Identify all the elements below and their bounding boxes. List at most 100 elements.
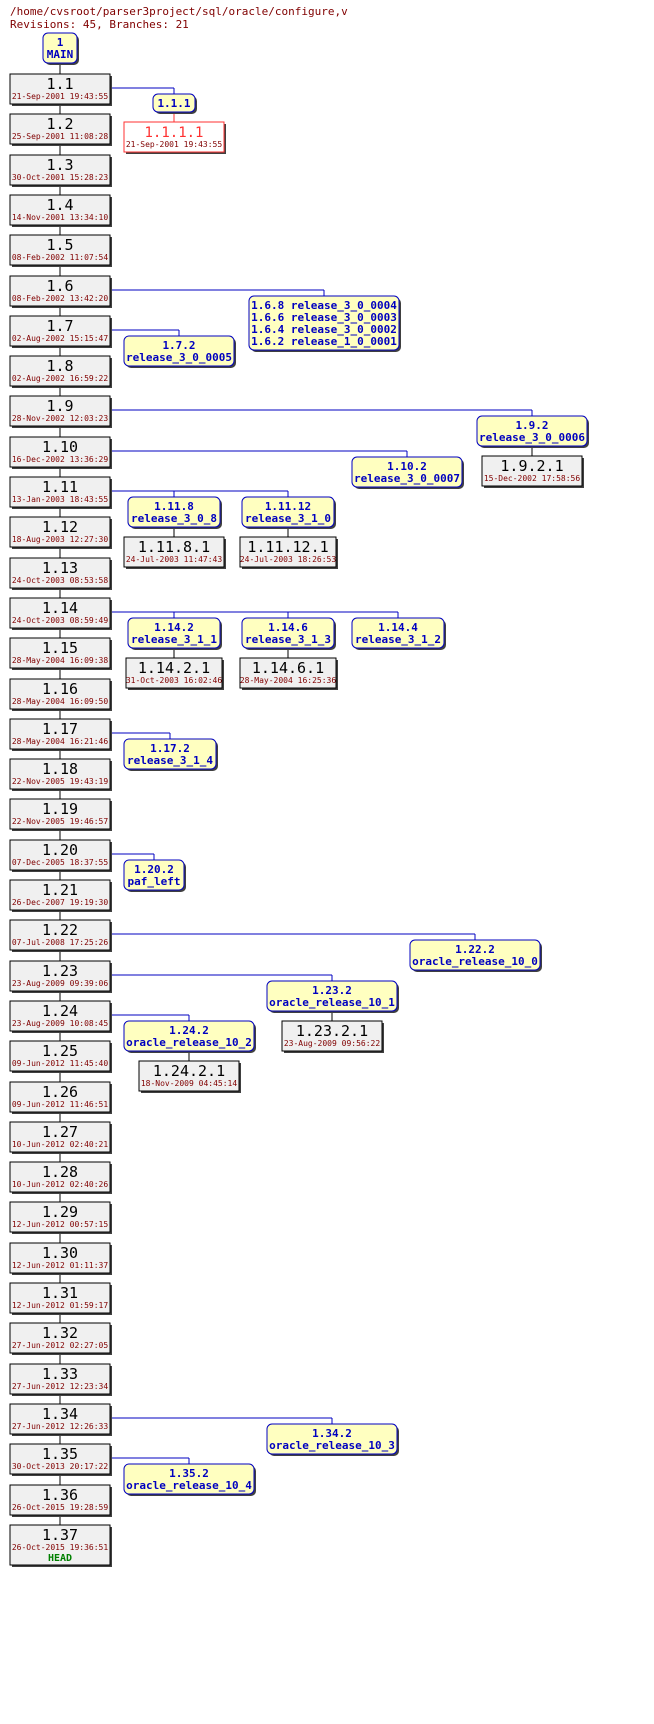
revision-node[interactable]: 1.24.2.118-Nov-2009 04:45:14 [138, 1060, 241, 1093]
revision-number: 1.11.12.1 [247, 538, 328, 556]
revision-number: 1.19 [42, 800, 78, 818]
revision-node[interactable]: 1.802-Aug-2002 16:59:22 [9, 355, 112, 388]
revision-node[interactable]: 1.225-Sep-2001 11:08:28 [9, 113, 112, 146]
revision-number: 1.5 [46, 236, 73, 254]
revision-node[interactable]: 1.9.2.115-Dec-2002 17:58:56 [481, 455, 584, 488]
revision-box [9, 1363, 111, 1395]
revision-node[interactable]: 1.508-Feb-2002 11:07:54 [9, 234, 112, 267]
revision-node[interactable]: 1.702-Aug-2002 15:15:47 [9, 315, 112, 348]
revision-date: 14-Nov-2001 13:34:10 [12, 213, 109, 222]
revision-node[interactable]: 1.928-Nov-2002 12:03:23 [9, 395, 112, 428]
revision-date: 28-May-2004 16:25:36 [240, 676, 337, 685]
revision-box [9, 355, 111, 387]
branch-name-line: release_3_1_4 [127, 754, 213, 767]
revision-node[interactable]: 1.1.1.121-Sep-2001 19:43:55 [123, 121, 226, 154]
revision-number: 1.25 [42, 1042, 78, 1060]
branch-box [152, 93, 196, 113]
branch-name-line: oracle_release_10_4 [126, 1479, 252, 1492]
revision-date: 18-Aug-2003 12:27:30 [12, 535, 109, 544]
revision-node[interactable]: 1.14.2.131-Oct-2003 16:02:46 [125, 657, 224, 690]
revision-number: 1.6 [46, 277, 73, 295]
branch-name-line: release_3_1_3 [245, 633, 331, 646]
branch-box [123, 335, 235, 367]
revision-number: 1.1 [46, 75, 73, 93]
revision-box [9, 154, 111, 186]
branch-name-line: 1.22.2 [455, 943, 495, 956]
branch-box [266, 980, 398, 1012]
revision-date: 08-Feb-2002 11:07:54 [12, 253, 109, 262]
revision-node[interactable]: 1.11.8.124-Jul-2003 11:47:43 [123, 536, 226, 569]
revision-number: 1.10 [42, 438, 78, 456]
revision-number: 1.18 [42, 760, 78, 778]
revision-box [9, 1484, 111, 1516]
revision-date: 08-Feb-2002 13:42:20 [12, 294, 109, 303]
revision-number: 1.23 [42, 962, 78, 980]
revision-node[interactable]: 1.11.12.124-Jul-2003 18:26:53 [239, 536, 338, 569]
revision-box [9, 919, 111, 951]
revision-node[interactable]: 1.14.6.128-May-2004 16:25:36 [239, 657, 338, 690]
revision-number: 1.15 [42, 639, 78, 657]
branch-name-line: 1.23.2 [312, 984, 352, 997]
branch-name-line: MAIN [47, 48, 74, 61]
revision-node[interactable]: 1.121-Sep-2001 19:43:55 [9, 73, 112, 106]
revision-date: 30-Oct-2001 15:28:23 [12, 173, 109, 182]
revision-node[interactable]: 1.608-Feb-2002 13:42:20 [9, 275, 112, 308]
branch-name-line: 1.11.8 [154, 500, 194, 513]
revision-box [9, 1161, 111, 1193]
revision-date: 18-Nov-2009 04:45:14 [141, 1079, 238, 1088]
revision-node[interactable]: 1.414-Nov-2001 13:34:10 [9, 194, 112, 227]
branch-label[interactable]: 1.1.1 [152, 93, 197, 114]
revision-date: 26-Oct-2015 19:28:59 [12, 1503, 109, 1512]
revision-node[interactable]: 1.2007-Dec-2005 18:37:55 [9, 839, 112, 872]
revision-node[interactable]: 1.23.2.123-Aug-2009 09:56:22 [281, 1020, 384, 1053]
revision-number: 1.20 [42, 841, 78, 859]
revision-date: 28-May-2004 16:21:46 [12, 737, 109, 746]
branch-name-line: 1.14.6 [268, 621, 308, 634]
revision-node[interactable]: 1.330-Oct-2001 15:28:23 [9, 154, 112, 187]
